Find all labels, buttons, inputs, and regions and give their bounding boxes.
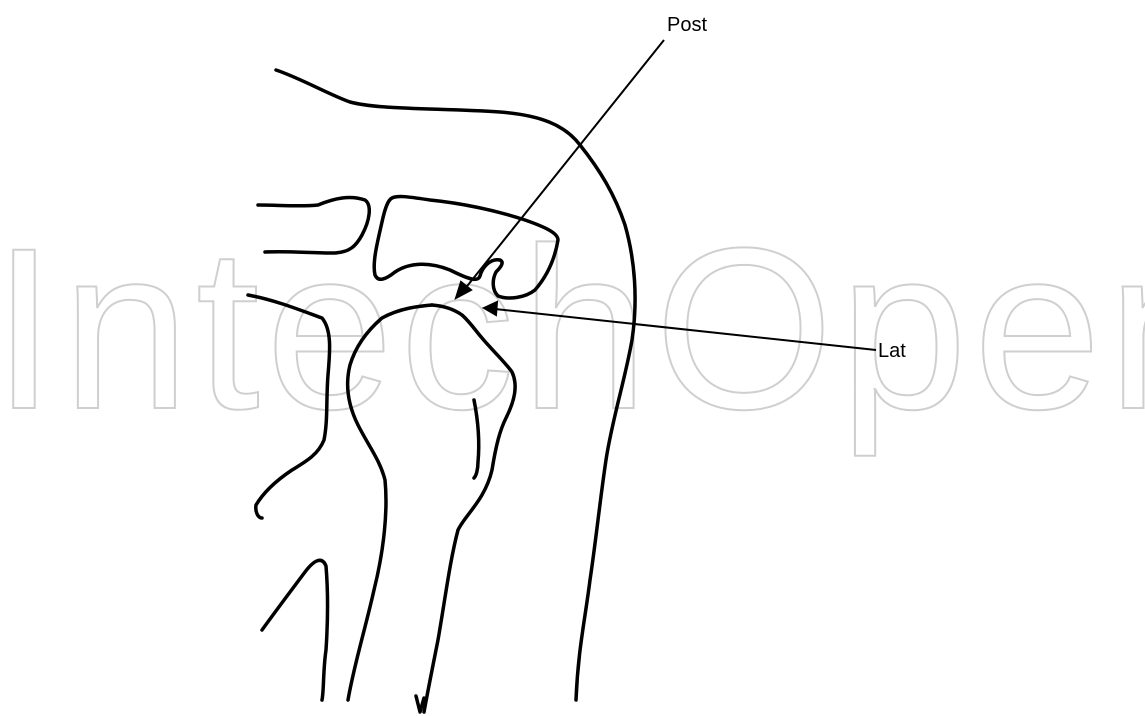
label-lat: Lat [878, 341, 906, 361]
label-post: Post [667, 15, 707, 35]
rib-line [262, 560, 328, 700]
watermark-text: IntechOpen [0, 200, 1145, 457]
watermark: IntechOpen [0, 200, 1145, 457]
